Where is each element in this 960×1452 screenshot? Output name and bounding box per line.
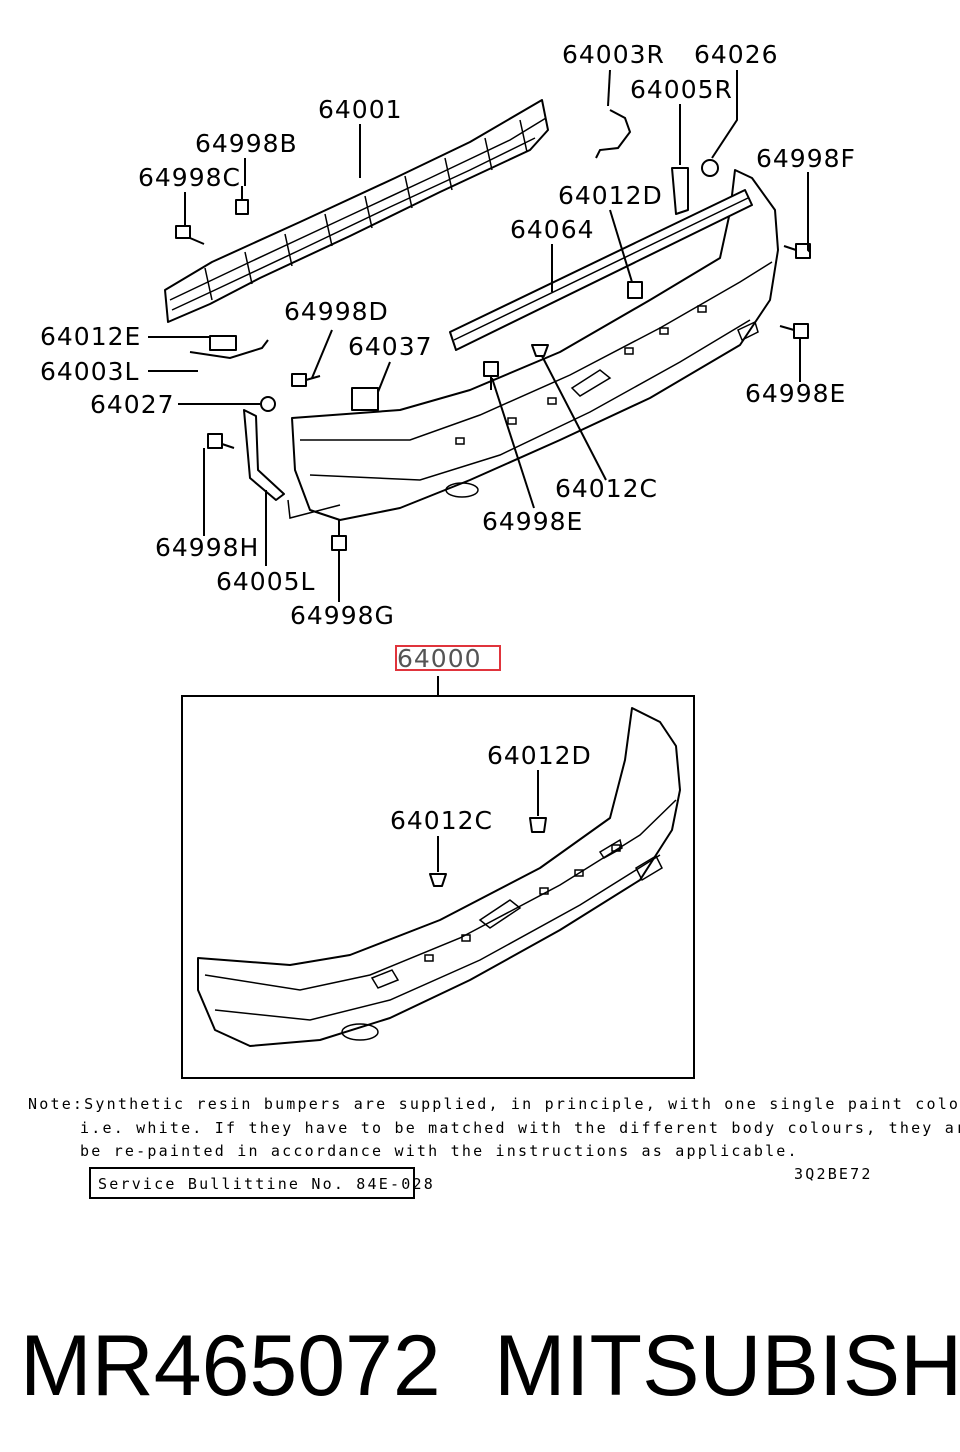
bolt-64998B xyxy=(235,186,249,215)
brand-name: MITSUBISHI xyxy=(494,1318,960,1414)
washer-left-part xyxy=(260,396,276,412)
note-line-2: i.e. white. If they have to be matched w… xyxy=(80,1119,960,1137)
service-bulletin-box xyxy=(89,1167,415,1199)
rear-bumper-assembly-part xyxy=(197,707,681,1047)
label-64003L: 64003L xyxy=(40,357,139,386)
clip-64012D xyxy=(627,281,643,299)
bolt-64998H xyxy=(207,433,235,449)
label-64003R: 64003R xyxy=(562,40,665,69)
label-64012D-inset: 64012D xyxy=(487,741,592,770)
part-number: MR465072 xyxy=(20,1318,441,1414)
bolt-64998E-center xyxy=(483,361,499,390)
bracket-right-part xyxy=(595,109,632,159)
rear-bumper-upper-part xyxy=(287,169,779,521)
label-64998H: 64998H xyxy=(155,533,259,562)
bolt-64998G xyxy=(331,520,347,551)
label-64000: 64000 xyxy=(397,644,482,673)
label-64998F: 64998F xyxy=(756,144,856,173)
label-64005R: 64005R xyxy=(630,75,733,104)
label-64998D: 64998D xyxy=(284,297,389,326)
note-line-3: be re-painted in accordance with the ins… xyxy=(80,1142,799,1160)
label-64027: 64027 xyxy=(90,390,175,419)
pad-part xyxy=(351,387,379,411)
side-strip-left-part xyxy=(243,409,285,501)
label-64998G: 64998G xyxy=(290,601,395,630)
clip-64012C xyxy=(531,344,549,357)
bolt-64998C xyxy=(175,225,205,245)
diagram-code: 3Q2BE72 xyxy=(794,1165,873,1183)
label-64026: 64026 xyxy=(694,40,779,69)
label-64037: 64037 xyxy=(348,332,433,361)
reinforcement-beam-part xyxy=(164,99,549,323)
washer-part xyxy=(701,159,719,177)
service-bulletin: Service Bullittine No. 84E-028 xyxy=(98,1175,435,1193)
clip-64012C-inset xyxy=(429,873,447,887)
highlight-box xyxy=(395,645,501,671)
label-64064: 64064 xyxy=(510,215,595,244)
leader-lines xyxy=(148,69,811,602)
bolt-64998E-right xyxy=(779,323,809,339)
label-64005L: 64005L xyxy=(216,567,315,596)
label-64012C: 64012C xyxy=(555,474,658,503)
inset-frame xyxy=(181,695,695,1079)
label-64998E-center: 64998E xyxy=(482,507,583,536)
bolt-64998F xyxy=(783,243,811,259)
label-64998C: 64998C xyxy=(138,163,241,192)
label-64012D: 64012D xyxy=(558,181,663,210)
side-strip-right-part xyxy=(671,167,689,215)
bracket-left-part xyxy=(189,339,269,360)
label-64001: 64001 xyxy=(318,95,403,124)
note-line-1: Note:Synthetic resin bumpers are supplie… xyxy=(28,1095,960,1113)
clip-64012D-inset xyxy=(529,817,547,833)
label-64012C-inset: 64012C xyxy=(390,806,493,835)
label-64998E-right: 64998E xyxy=(745,379,846,408)
label-64012E: 64012E xyxy=(40,322,141,351)
clip-e-part xyxy=(209,335,237,351)
label-64998B: 64998B xyxy=(195,129,298,158)
bolt-64998D xyxy=(291,373,321,387)
